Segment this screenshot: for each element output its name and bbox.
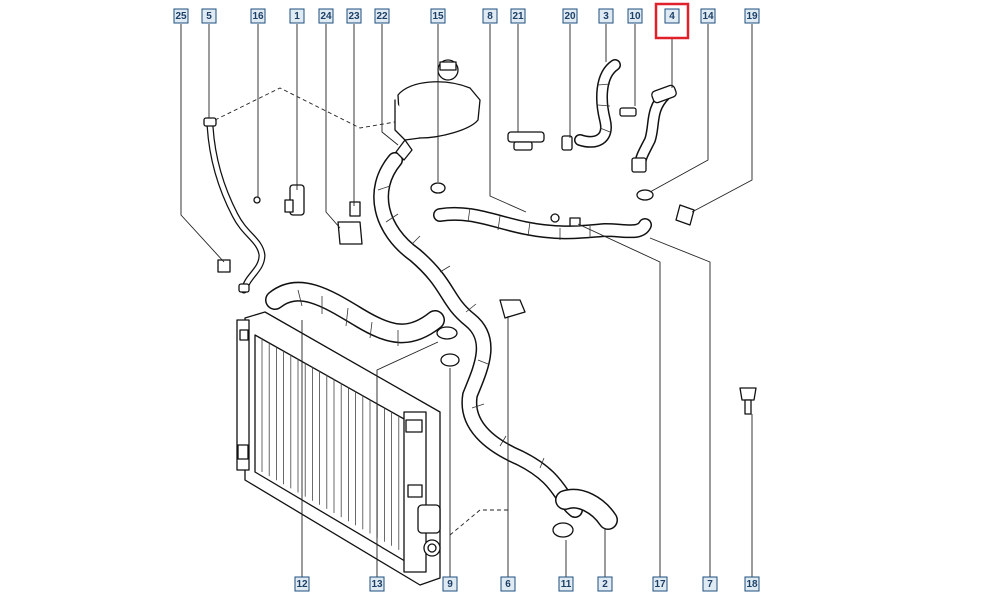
bottom-callout-row: 12 13 9 6 11 2 17 7 18: [294, 576, 760, 592]
hose-3: [574, 59, 621, 148]
svg-text:16: 16: [252, 11, 264, 22]
bracket-24: [337, 221, 363, 245]
svg-text:20: 20: [564, 11, 576, 22]
svg-text:17: 17: [654, 579, 666, 590]
callout-22[interactable]: 22: [374, 8, 390, 24]
bolt-18: [739, 387, 757, 415]
hose-4: [631, 84, 677, 173]
svg-text:13: 13: [371, 579, 383, 590]
clamp-15: [430, 182, 446, 194]
callout-17[interactable]: 17: [652, 576, 668, 592]
callout-2[interactable]: 2: [597, 576, 613, 592]
callout-25[interactable]: 25: [173, 8, 189, 24]
callout-13[interactable]: 13: [369, 576, 385, 592]
callout-9[interactable]: 9: [442, 576, 458, 592]
svg-text:11: 11: [561, 579, 572, 590]
svg-text:14: 14: [702, 11, 714, 22]
callout-19[interactable]: 19: [744, 8, 760, 24]
svg-text:24: 24: [320, 11, 332, 22]
callout-18[interactable]: 18: [744, 576, 760, 592]
svg-text:22: 22: [376, 11, 388, 22]
clamp-13: [436, 326, 458, 340]
callout-16[interactable]: 16: [250, 8, 266, 24]
plug-20: [561, 135, 573, 151]
svg-text:1: 1: [294, 11, 300, 22]
clamp-14: [636, 189, 654, 201]
svg-text:25: 25: [175, 11, 187, 22]
callout-1[interactable]: 1: [289, 8, 305, 24]
valve-1: [284, 184, 305, 216]
highlight-box-part-4: [654, 2, 690, 40]
heater-hose-8: [433, 206, 652, 240]
upper-radiator-hose: [265, 281, 445, 346]
callout-15[interactable]: 15: [430, 8, 446, 24]
callout-3[interactable]: 3: [598, 8, 614, 24]
long-lower-hose: [373, 152, 583, 518]
top-callout-row: 25 5 16 1 24 23 22 15 8 21 20 3 10 4 14 …: [173, 8, 760, 24]
svg-text:12: 12: [296, 579, 308, 590]
svg-text:6: 6: [505, 579, 511, 590]
callout-4[interactable]: 4: [664, 8, 680, 24]
clamp-9: [440, 353, 460, 367]
expansion-tank: [394, 59, 481, 161]
dashed-lines: [214, 87, 510, 536]
connector-10: [619, 107, 637, 117]
clip-25: [217, 259, 231, 273]
leader-lines: [180, 24, 753, 578]
sensor-21: [507, 131, 545, 151]
svg-text:7: 7: [707, 579, 713, 590]
callout-7[interactable]: 7: [702, 576, 718, 592]
radiator: [236, 311, 441, 586]
callout-21[interactable]: 21: [510, 8, 526, 24]
lower-hose-end: [555, 488, 618, 530]
sensor-19: [675, 204, 695, 226]
callout-23[interactable]: 23: [346, 8, 362, 24]
callout-8[interactable]: 8: [482, 8, 498, 24]
svg-text:3: 3: [603, 11, 609, 22]
svg-text:19: 19: [746, 11, 758, 22]
svg-text:5: 5: [206, 11, 212, 22]
clamp-11: [552, 522, 574, 538]
svg-text:18: 18: [746, 579, 758, 590]
svg-text:4: 4: [669, 11, 675, 22]
bracket-23: [349, 201, 361, 217]
clip-6: [499, 299, 526, 319]
svg-text:23: 23: [348, 11, 360, 22]
svg-text:10: 10: [629, 11, 641, 22]
fitting-17: [550, 213, 581, 227]
callout-12[interactable]: 12: [294, 576, 310, 592]
svg-text:21: 21: [512, 11, 524, 22]
callout-10[interactable]: 10: [627, 8, 643, 24]
callout-20[interactable]: 20: [562, 8, 578, 24]
callout-11[interactable]: 11: [558, 576, 574, 592]
svg-text:9: 9: [447, 579, 453, 590]
callout-24[interactable]: 24: [318, 8, 334, 24]
callout-14[interactable]: 14: [700, 8, 716, 24]
callout-6[interactable]: 6: [500, 576, 516, 592]
svg-text:15: 15: [432, 11, 444, 22]
svg-text:2: 2: [602, 579, 608, 590]
screw-16: [253, 196, 261, 204]
callout-5[interactable]: 5: [201, 8, 217, 24]
small-pipe-5: [203, 117, 266, 294]
svg-text:8: 8: [487, 11, 493, 22]
